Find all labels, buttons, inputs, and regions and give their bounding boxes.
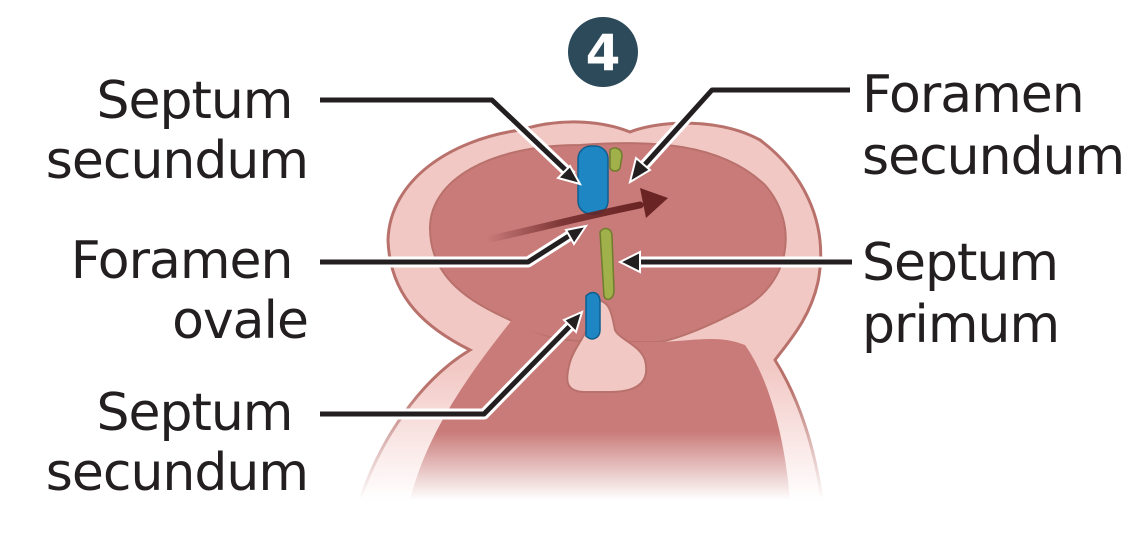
septum-primum-top (609, 147, 623, 172)
label-septum-secundum-bottom-line1: Septum (96, 383, 292, 443)
leader-septum-primum (617, 250, 852, 274)
label-foramen-ovale-line1: Foramen (71, 231, 293, 291)
leader-foramen-ovale (320, 224, 589, 268)
label-foramen-secundum: Foramen secundum (862, 65, 1124, 187)
label-septum-secundum-top-line1: Septum (96, 71, 292, 131)
label-septum-primum-line2: primum (862, 295, 1059, 355)
step-badge-circle (568, 17, 638, 87)
label-septum-primum-line1: Septum (862, 233, 1058, 293)
ventricular-chamber (410, 320, 790, 500)
step-badge-number: 4 (586, 24, 621, 82)
leader-foramen-secundum (628, 84, 850, 185)
label-septum-secundum-bottom: Septum secundum (46, 383, 308, 503)
blood-flow-arrowhead-icon (640, 188, 668, 218)
leader-septum-secundum-top (320, 94, 583, 186)
septum-secundum-bottom (585, 291, 601, 340)
step-badge: 4 (568, 17, 638, 87)
label-foramen-secundum-line2: secundum (862, 127, 1124, 187)
label-septum-primum: Septum primum (862, 233, 1074, 355)
label-septum-secundum-bottom-line2: secundum (46, 443, 308, 503)
leader-septum-secundum-bottom (320, 310, 584, 420)
label-foramen-ovale-line2: ovale (172, 291, 308, 351)
leader-lines (320, 84, 852, 420)
septum-primum-flap (599, 227, 615, 301)
septum-secundum-top (577, 145, 609, 215)
label-foramen-ovale: Foramen ovale (71, 231, 308, 351)
blood-flow-arrow (482, 201, 644, 244)
label-foramen-secundum-line1: Foramen (862, 65, 1084, 125)
label-septum-secundum-top-line2: secundum (46, 131, 308, 191)
label-septum-secundum-top: Septum secundum (46, 71, 308, 191)
